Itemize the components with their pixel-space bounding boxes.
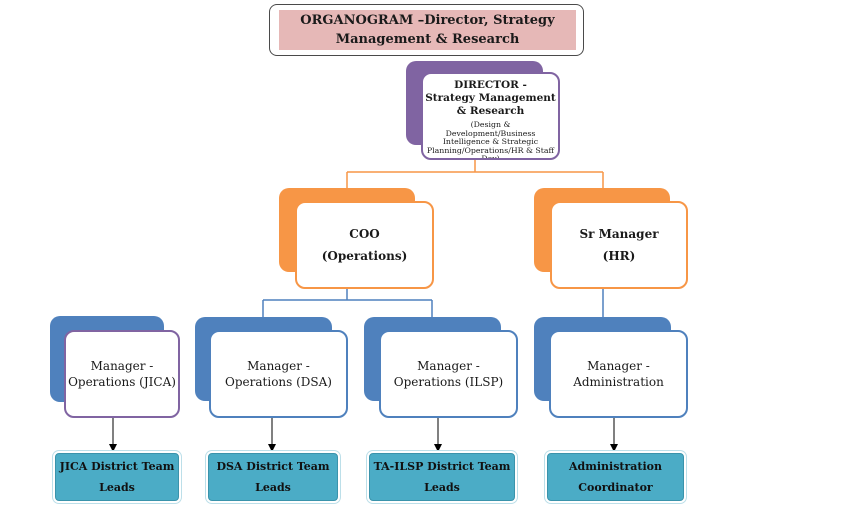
hr-subtitle: (HR): [602, 249, 636, 263]
lead-ilsp-line-2: Leads: [424, 481, 460, 494]
director-title-line-2: Strategy Management: [425, 92, 556, 104]
director-title-line-1: DIRECTOR -: [454, 79, 527, 91]
director-scope: (Design & Development/Business Intellige…: [426, 120, 555, 160]
manager-dsa-node: Manager - Operations (DSA): [209, 330, 348, 418]
lead-admin-line-2: Coordinator: [578, 481, 653, 494]
lead-ilsp-node: TA-ILSP District Team Leads: [369, 453, 515, 501]
hr-title: Sr Manager: [579, 227, 659, 241]
coo-connector: [262, 289, 433, 317]
lead-arrows: [109, 418, 618, 452]
lead-jica-node: JICA District Team Leads: [55, 453, 179, 501]
lead-admin-node: Administration Coordinator: [547, 453, 684, 501]
coo-node: COO (Operations): [295, 201, 434, 289]
manager-dsa-line-2: Operations (DSA): [225, 375, 332, 389]
lead-dsa-node: DSA District Team Leads: [208, 453, 338, 501]
manager-admin-line-1: Manager -: [587, 359, 650, 373]
lead-ilsp-line-1: TA-ILSP District Team: [373, 460, 511, 473]
manager-admin-line-2: Administration: [573, 375, 664, 389]
manager-jica-line-1: Manager -: [90, 359, 154, 373]
manager-jica-node: Manager - Operations (JICA): [64, 330, 180, 418]
director-title-line-3: & Research: [456, 105, 525, 117]
manager-ilsp-line-1: Manager -: [417, 359, 480, 373]
lead-jica-line-1: JICA District Team: [59, 460, 175, 473]
page-title: ORGANOGRAM –Director, Strategy Managemen…: [279, 10, 576, 50]
manager-dsa-line-1: Manager -: [247, 359, 310, 373]
coo-title: COO: [349, 227, 380, 241]
title-line-2: Management & Research: [335, 32, 520, 47]
director-connector: [346, 160, 604, 188]
manager-jica-line-2: Operations (JICA): [68, 375, 176, 389]
hr-node: Sr Manager (HR): [550, 201, 688, 289]
lead-jica-line-2: Leads: [99, 481, 135, 494]
director-node: DIRECTOR - Strategy Management & Researc…: [421, 72, 560, 160]
manager-ilsp-node: Manager - Operations (ILSP): [379, 330, 518, 418]
manager-admin-node: Manager - Administration: [549, 330, 688, 418]
coo-subtitle: (Operations): [321, 249, 408, 263]
manager-ilsp-line-2: Operations (ILSP): [393, 375, 504, 389]
lead-admin-line-1: Administration: [568, 460, 662, 473]
title-line-1: ORGANOGRAM –Director, Strategy: [300, 13, 555, 28]
lead-dsa-line-2: Leads: [255, 481, 291, 494]
lead-dsa-line-1: DSA District Team: [216, 460, 330, 473]
